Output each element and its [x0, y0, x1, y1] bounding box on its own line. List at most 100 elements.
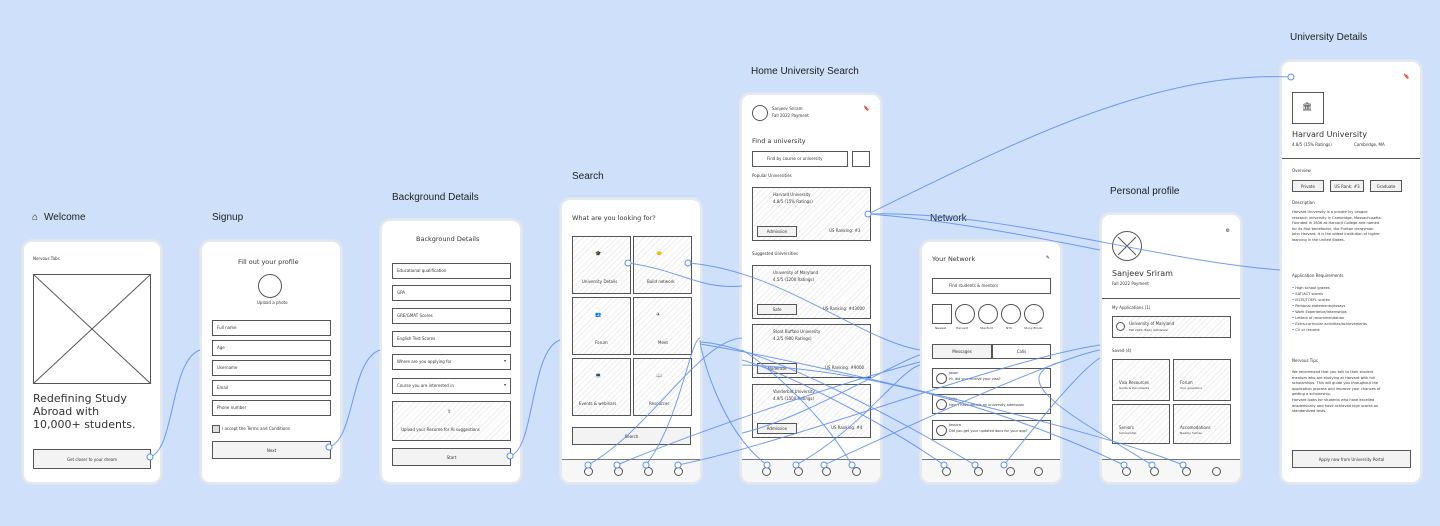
username-field[interactable]: Username	[212, 360, 331, 376]
search-tab-icon[interactable]	[644, 467, 653, 476]
tag-rank: US Rank: #3	[1330, 180, 1364, 192]
applying-select[interactable]: Where are you applying for▾	[392, 354, 511, 370]
filter-chip-newest[interactable]	[932, 304, 952, 324]
education-placeholder: Educational qualification	[397, 268, 447, 273]
tab-bar	[562, 459, 700, 482]
card-rank: US Ranking: #3	[829, 228, 861, 233]
search-tab-icon[interactable]	[1006, 467, 1015, 476]
start-button[interactable]: Start	[392, 448, 511, 466]
card-tag: Admission	[757, 423, 797, 434]
tile-resources[interactable]: 📖Resources	[633, 358, 692, 416]
network-search-input[interactable]: Find students & mentors	[932, 278, 1051, 294]
search-tab-icon[interactable]	[822, 467, 831, 476]
avatar[interactable]	[752, 105, 768, 121]
university-search-input[interactable]: Find by course or university	[752, 151, 848, 167]
card-name: Harvard University	[773, 192, 811, 197]
chat-tab-icon[interactable]	[974, 467, 983, 476]
chat-tab-icon[interactable]	[1150, 467, 1159, 476]
profile-tab-icon[interactable]	[1212, 467, 1221, 476]
university-card[interactable]: Stoat Buffalo University 4.2/5 (900 Rati…	[752, 324, 871, 378]
requirement-item: • High school grades	[1292, 286, 1330, 290]
search-tab-icon[interactable]	[1182, 467, 1191, 476]
next-button[interactable]: Next	[212, 441, 331, 459]
filter-chip-nyu[interactable]	[1001, 304, 1021, 324]
messages-tab[interactable]: Messages	[932, 344, 992, 359]
avatar-upload-icon[interactable]	[258, 274, 282, 298]
apply-button[interactable]: Apply now from University Portal	[1292, 450, 1411, 468]
tile-build-network[interactable]: 🤝Build network	[633, 236, 692, 294]
email-placeholder: Email	[217, 385, 229, 390]
university-card[interactable]: Vanderbilt University 4.9/5 (1500 Rating…	[752, 384, 871, 438]
bookmark-icon[interactable]: 🔖	[1403, 74, 1410, 80]
requirement-text: Letters of recommendation	[1295, 316, 1345, 320]
image-placeholder-icon	[33, 274, 151, 384]
chevron-down-icon: ▾	[503, 358, 506, 363]
home-tab-icon[interactable]	[762, 467, 771, 476]
filter-chip-harvard[interactable]	[955, 304, 975, 324]
get-started-button[interactable]: Get closer to your dream	[33, 449, 151, 469]
education-field[interactable]: Educational qualification	[392, 263, 511, 279]
message-row[interactable]: Kelly Hey, I have details on university …	[932, 394, 1051, 414]
back-arrow-icon[interactable]: ←	[1290, 74, 1295, 80]
email-field[interactable]: Email	[212, 380, 331, 396]
tile-meet[interactable]: ✈Meet	[633, 297, 692, 355]
saved-tile-sub: Guide & Documents	[1119, 386, 1150, 390]
description-line: John Harvard, it is the oldest instituti…	[1292, 232, 1380, 237]
university-location: Cambridge, MA	[1354, 142, 1385, 147]
age-field[interactable]: Age	[212, 340, 331, 356]
phone-field[interactable]: Phone number	[212, 400, 331, 416]
search-button[interactable]: Search	[572, 427, 691, 445]
filter-chip-stanford[interactable]	[978, 304, 998, 324]
overview-heading: Overview	[1292, 168, 1311, 173]
calls-tab[interactable]: Calls	[992, 344, 1051, 359]
brand-label: Nervous Tabs	[33, 256, 60, 261]
bookmark-icon[interactable]: 🔖	[863, 106, 870, 112]
message-row[interactable]: Jessica Did you get your updated docs fo…	[932, 420, 1051, 440]
chat-tab-icon[interactable]	[794, 467, 803, 476]
avatar[interactable]	[1112, 231, 1142, 261]
avatar-placeholder-icon	[1117, 236, 1137, 256]
gpa-field[interactable]: GPA	[392, 285, 511, 301]
applications-heading: My Applications (1)	[1112, 305, 1151, 310]
tile-forum[interactable]: 👥Forum	[572, 297, 631, 355]
tile-events[interactable]: 💻Events & webinars	[572, 358, 631, 416]
description-heading: Description	[1292, 200, 1315, 205]
chat-tab-icon[interactable]	[614, 467, 623, 476]
gear-icon[interactable]: ⚙	[1225, 228, 1230, 234]
tile-label: Build network	[647, 279, 675, 284]
tile-university-details[interactable]: 🎓University Details	[572, 236, 631, 294]
plane-icon: ✈	[656, 312, 661, 318]
full-name-field[interactable]: Full name	[212, 320, 331, 336]
divider	[1282, 158, 1420, 159]
contact-avatar	[936, 425, 947, 436]
university-card[interactable]: Harvard University 4.8/5 (15% Ratings) A…	[752, 187, 871, 241]
connector-details-back	[867, 76, 1292, 215]
home-tab-icon[interactable]	[584, 467, 593, 476]
profile-tab-icon[interactable]	[852, 467, 861, 476]
tip-line: getting a scholarship.	[1292, 392, 1331, 397]
message-row[interactable]: Jason Hi, did you receive your visa?	[932, 368, 1051, 388]
profile-tab-icon[interactable]	[1034, 467, 1043, 476]
description-line: Founded in 1636 as Harvard College and n…	[1292, 221, 1380, 226]
english-field[interactable]: English Test Scores	[392, 331, 511, 347]
filter-button[interactable]	[852, 151, 870, 167]
home-tab-icon[interactable]	[942, 467, 951, 476]
terms-checkbox[interactable]	[212, 425, 220, 433]
edit-icon[interactable]: ✎	[1045, 255, 1050, 261]
university-card[interactable]: University of Maryland 4.5/5 (1200 Ratin…	[752, 265, 871, 319]
course-select[interactable]: Course you are interested in▾	[392, 378, 511, 394]
profile-name: Sanjeev Sriram	[1112, 269, 1173, 278]
requirement-item: • Personal statements/essays	[1292, 304, 1346, 308]
tile-label: University Details	[582, 279, 618, 284]
home-tab-icon[interactable]	[1122, 467, 1131, 476]
filter-chip-stonybrook[interactable]	[1024, 304, 1044, 324]
application-card[interactable]: University of Maryland Fall 2022, Early …	[1112, 316, 1231, 338]
profile-tab-icon[interactable]	[674, 467, 683, 476]
resume-upload-area[interactable]: ⇪ Upload your Resume for AI suggestions	[392, 401, 511, 441]
gre-field[interactable]: GRE/GMAT Scores	[392, 308, 511, 324]
